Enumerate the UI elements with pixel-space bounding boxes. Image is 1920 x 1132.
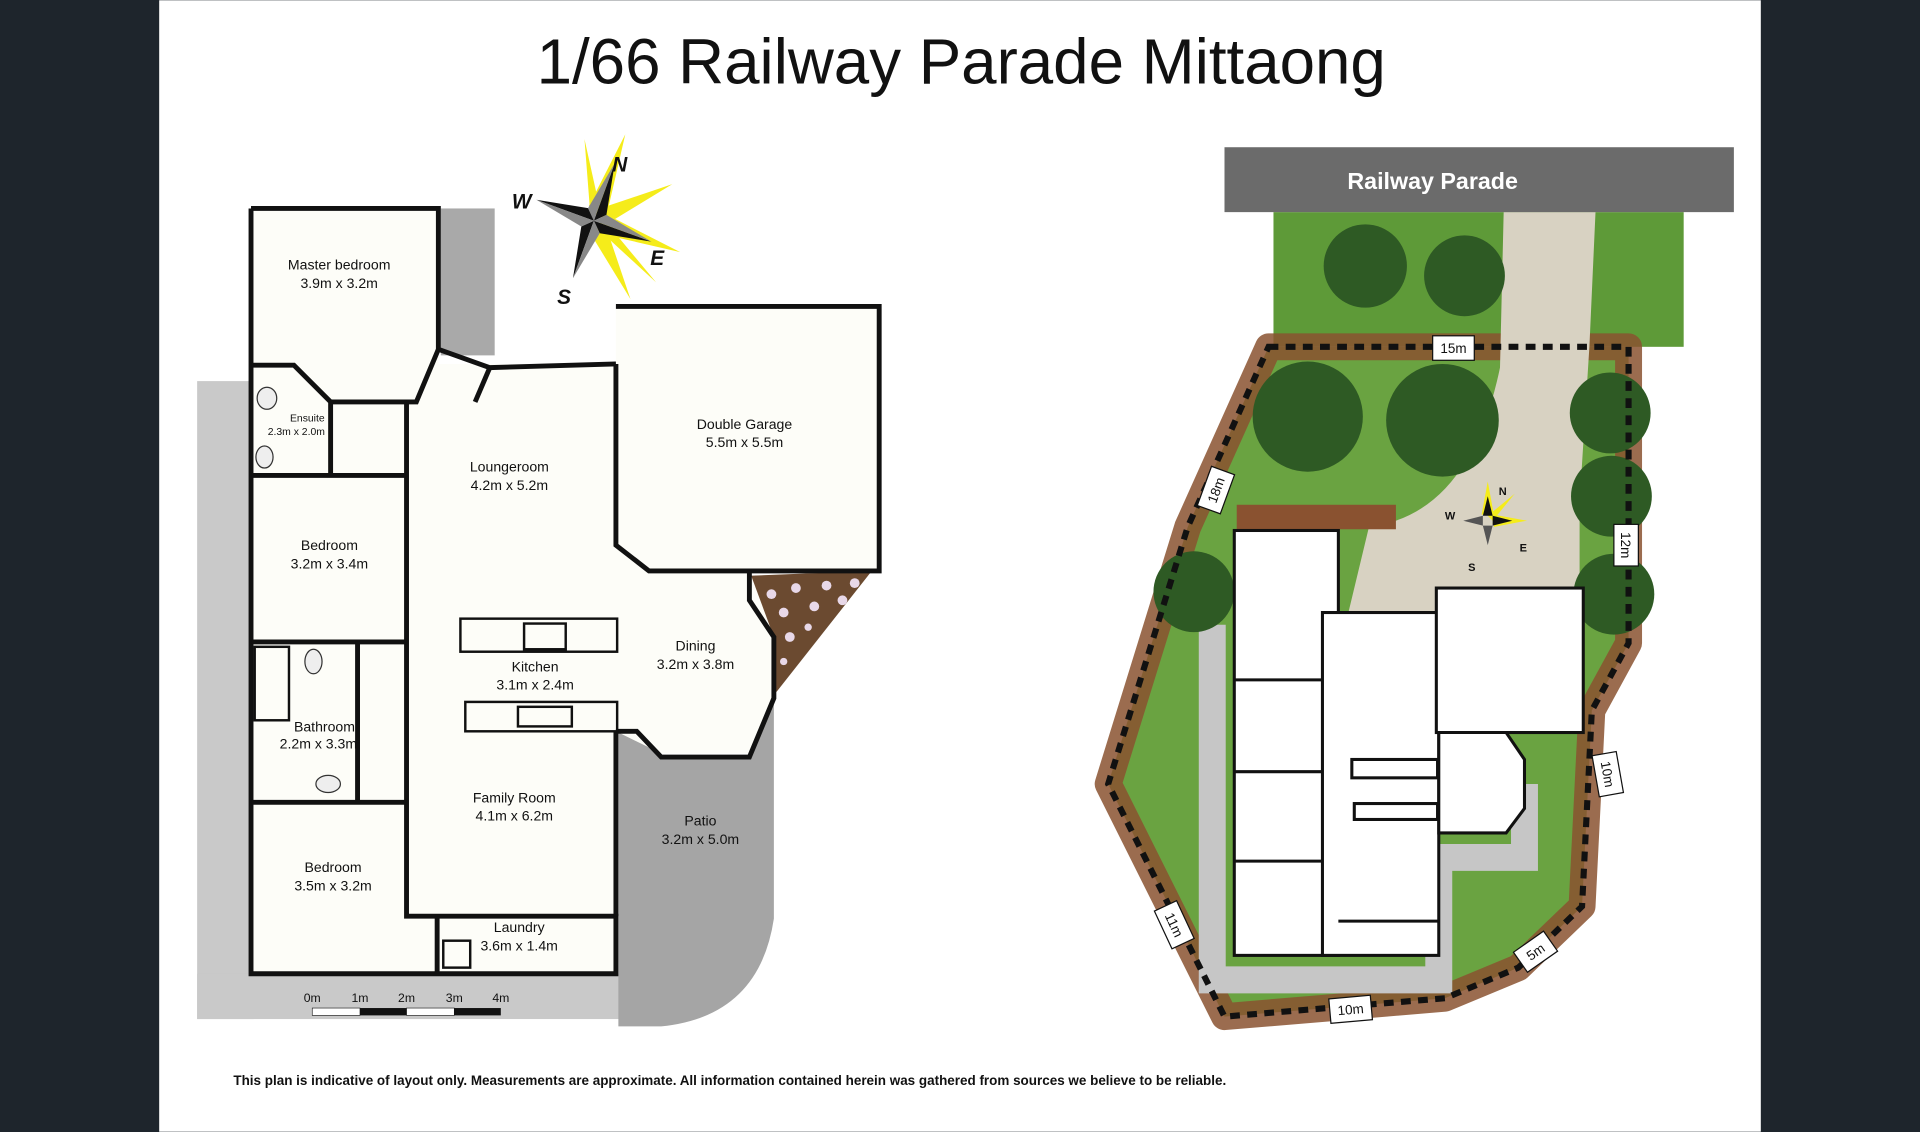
trees <box>1153 224 1655 635</box>
room-dims: 3.2m x 3.8m <box>657 656 734 672</box>
room-dims: 3.5m x 3.2m <box>294 877 371 893</box>
svg-text:0m: 0m <box>304 991 321 1005</box>
room-dims: 2.3m x 2.0m <box>268 427 325 438</box>
room-dims: 3.1m x 2.4m <box>496 677 573 693</box>
road <box>1224 147 1734 213</box>
driveway <box>1346 212 1596 619</box>
room-name: Patio <box>684 813 716 829</box>
compass-w: W <box>512 190 534 213</box>
room-name: Master bedroom <box>288 257 391 273</box>
dim-right-upper: 12m <box>1613 523 1639 567</box>
bathtub <box>253 645 291 722</box>
walls <box>248 206 882 977</box>
svg-text:W: W <box>1445 510 1456 522</box>
svg-text:S: S <box>1468 562 1475 574</box>
dim-left-lower: 11m <box>1153 899 1195 950</box>
dim-left-upper: 18m <box>1196 465 1236 515</box>
site-plan: Railway Parade N E S W 15m 18m <box>1094 147 1734 1031</box>
toilet <box>304 648 323 675</box>
garden-flowers <box>766 578 860 666</box>
compass-n: N <box>612 154 628 177</box>
cooktop <box>522 622 567 651</box>
room-dims: 4.1m x 6.2m <box>476 808 553 824</box>
basin <box>256 386 278 410</box>
room-dims: 3.6m x 1.4m <box>480 937 557 953</box>
room-name: Bedroom <box>301 537 358 553</box>
svg-text:10m: 10m <box>1598 760 1617 788</box>
svg-text:1m: 1m <box>351 991 368 1005</box>
room-dims: 3.2m x 5.0m <box>662 831 739 847</box>
sink <box>516 705 574 728</box>
page-title: 1/66 Railway Parade Mittaong <box>537 27 1386 98</box>
scale-bar: 0m 1m 2m 3m 4m <box>304 991 509 1016</box>
room-name: Double Garage <box>697 416 793 432</box>
svg-text:10m: 10m <box>1337 1001 1364 1018</box>
room-dims: 3.9m x 3.2m <box>300 275 377 291</box>
room-dims: 3.2m x 3.4m <box>291 555 368 571</box>
svg-text:3m: 3m <box>446 991 463 1005</box>
room-name: Loungeroom <box>470 459 549 475</box>
room-name: Kitchen <box>512 658 559 674</box>
patio-area <box>618 704 774 1027</box>
toilet <box>255 445 274 469</box>
svg-text:E: E <box>1520 542 1527 554</box>
svg-text:N: N <box>1499 486 1507 498</box>
room-name: Ensuite <box>290 414 325 425</box>
disclaimer: This plan is indicative of layout only. … <box>233 1073 1226 1088</box>
room-name: Family Room <box>473 789 556 805</box>
room-name: Dining <box>676 637 716 653</box>
room-name: Laundry <box>494 919 546 935</box>
svg-text:4m: 4m <box>492 991 509 1005</box>
dim-bottom: 10m <box>1328 994 1374 1024</box>
grounds <box>197 208 774 1027</box>
street-name: Railway Parade <box>1347 168 1518 194</box>
compass-s: S <box>557 286 571 309</box>
dim-right-lower: 10m <box>1591 750 1625 798</box>
dim-top: 15m <box>1432 335 1475 361</box>
svg-text:2m: 2m <box>398 991 415 1005</box>
laundry-tub <box>442 939 472 969</box>
svg-text:12m: 12m <box>1618 532 1633 558</box>
basin <box>315 774 342 794</box>
room-name: Bedroom <box>304 859 361 875</box>
compass-small-icon <box>1463 481 1527 546</box>
svg-text:15m: 15m <box>1440 341 1466 356</box>
room-dims: 4.2m x 5.2m <box>471 477 548 493</box>
dim-bottom-right: 5m <box>1512 930 1559 974</box>
room-name: Bathroom <box>294 718 355 734</box>
room-dims: 2.2m x 3.3m <box>280 735 357 751</box>
compass-e: E <box>650 247 665 270</box>
room-dims: 5.5m x 5.5m <box>706 434 783 450</box>
